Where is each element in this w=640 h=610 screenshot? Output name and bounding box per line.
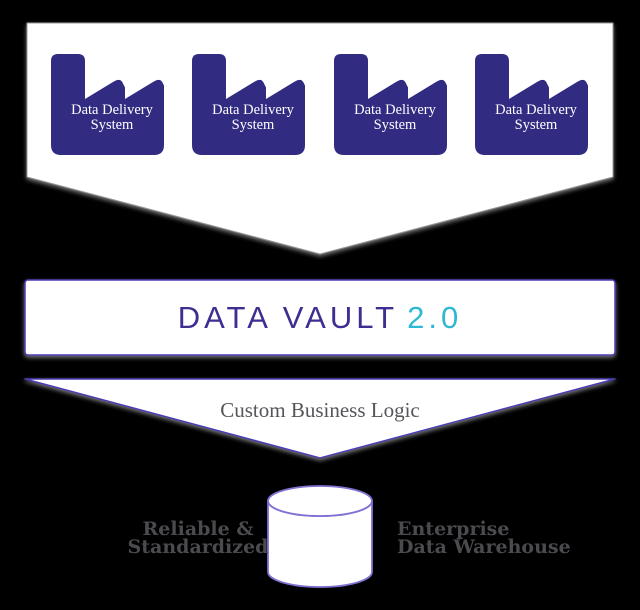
source-system-label: Data Delivery System xyxy=(495,102,577,133)
factory-icon xyxy=(475,54,588,155)
factory-icon xyxy=(334,54,447,155)
data-vault-title-main: DATA VAULT xyxy=(177,299,399,335)
factory-icon xyxy=(51,54,164,155)
business-logic-label: Custom Business Logic xyxy=(220,397,420,422)
database-cylinder-icon xyxy=(267,485,373,588)
caption-reliable-standardized: Reliable & Standardized xyxy=(127,518,269,558)
source-system-label: Data Delivery System xyxy=(354,102,436,133)
source-system-4: Data Delivery System xyxy=(475,54,588,155)
source-funnel-shape xyxy=(26,22,614,255)
source-system-label: Data Delivery System xyxy=(71,102,153,133)
data-vault-panel xyxy=(24,279,616,356)
source-system-1: Data Delivery System xyxy=(51,54,164,155)
source-system-3: Data Delivery System xyxy=(334,54,447,155)
source-system-2: Data Delivery System xyxy=(192,54,305,155)
source-system-label: Data Delivery System xyxy=(212,102,294,133)
factory-icon xyxy=(192,54,305,155)
business-logic-funnel-shape xyxy=(24,378,616,459)
data-vault-version: 2.0 xyxy=(407,299,463,335)
caption-enterprise-data-warehouse: Enterprise Data Warehouse xyxy=(397,518,571,558)
